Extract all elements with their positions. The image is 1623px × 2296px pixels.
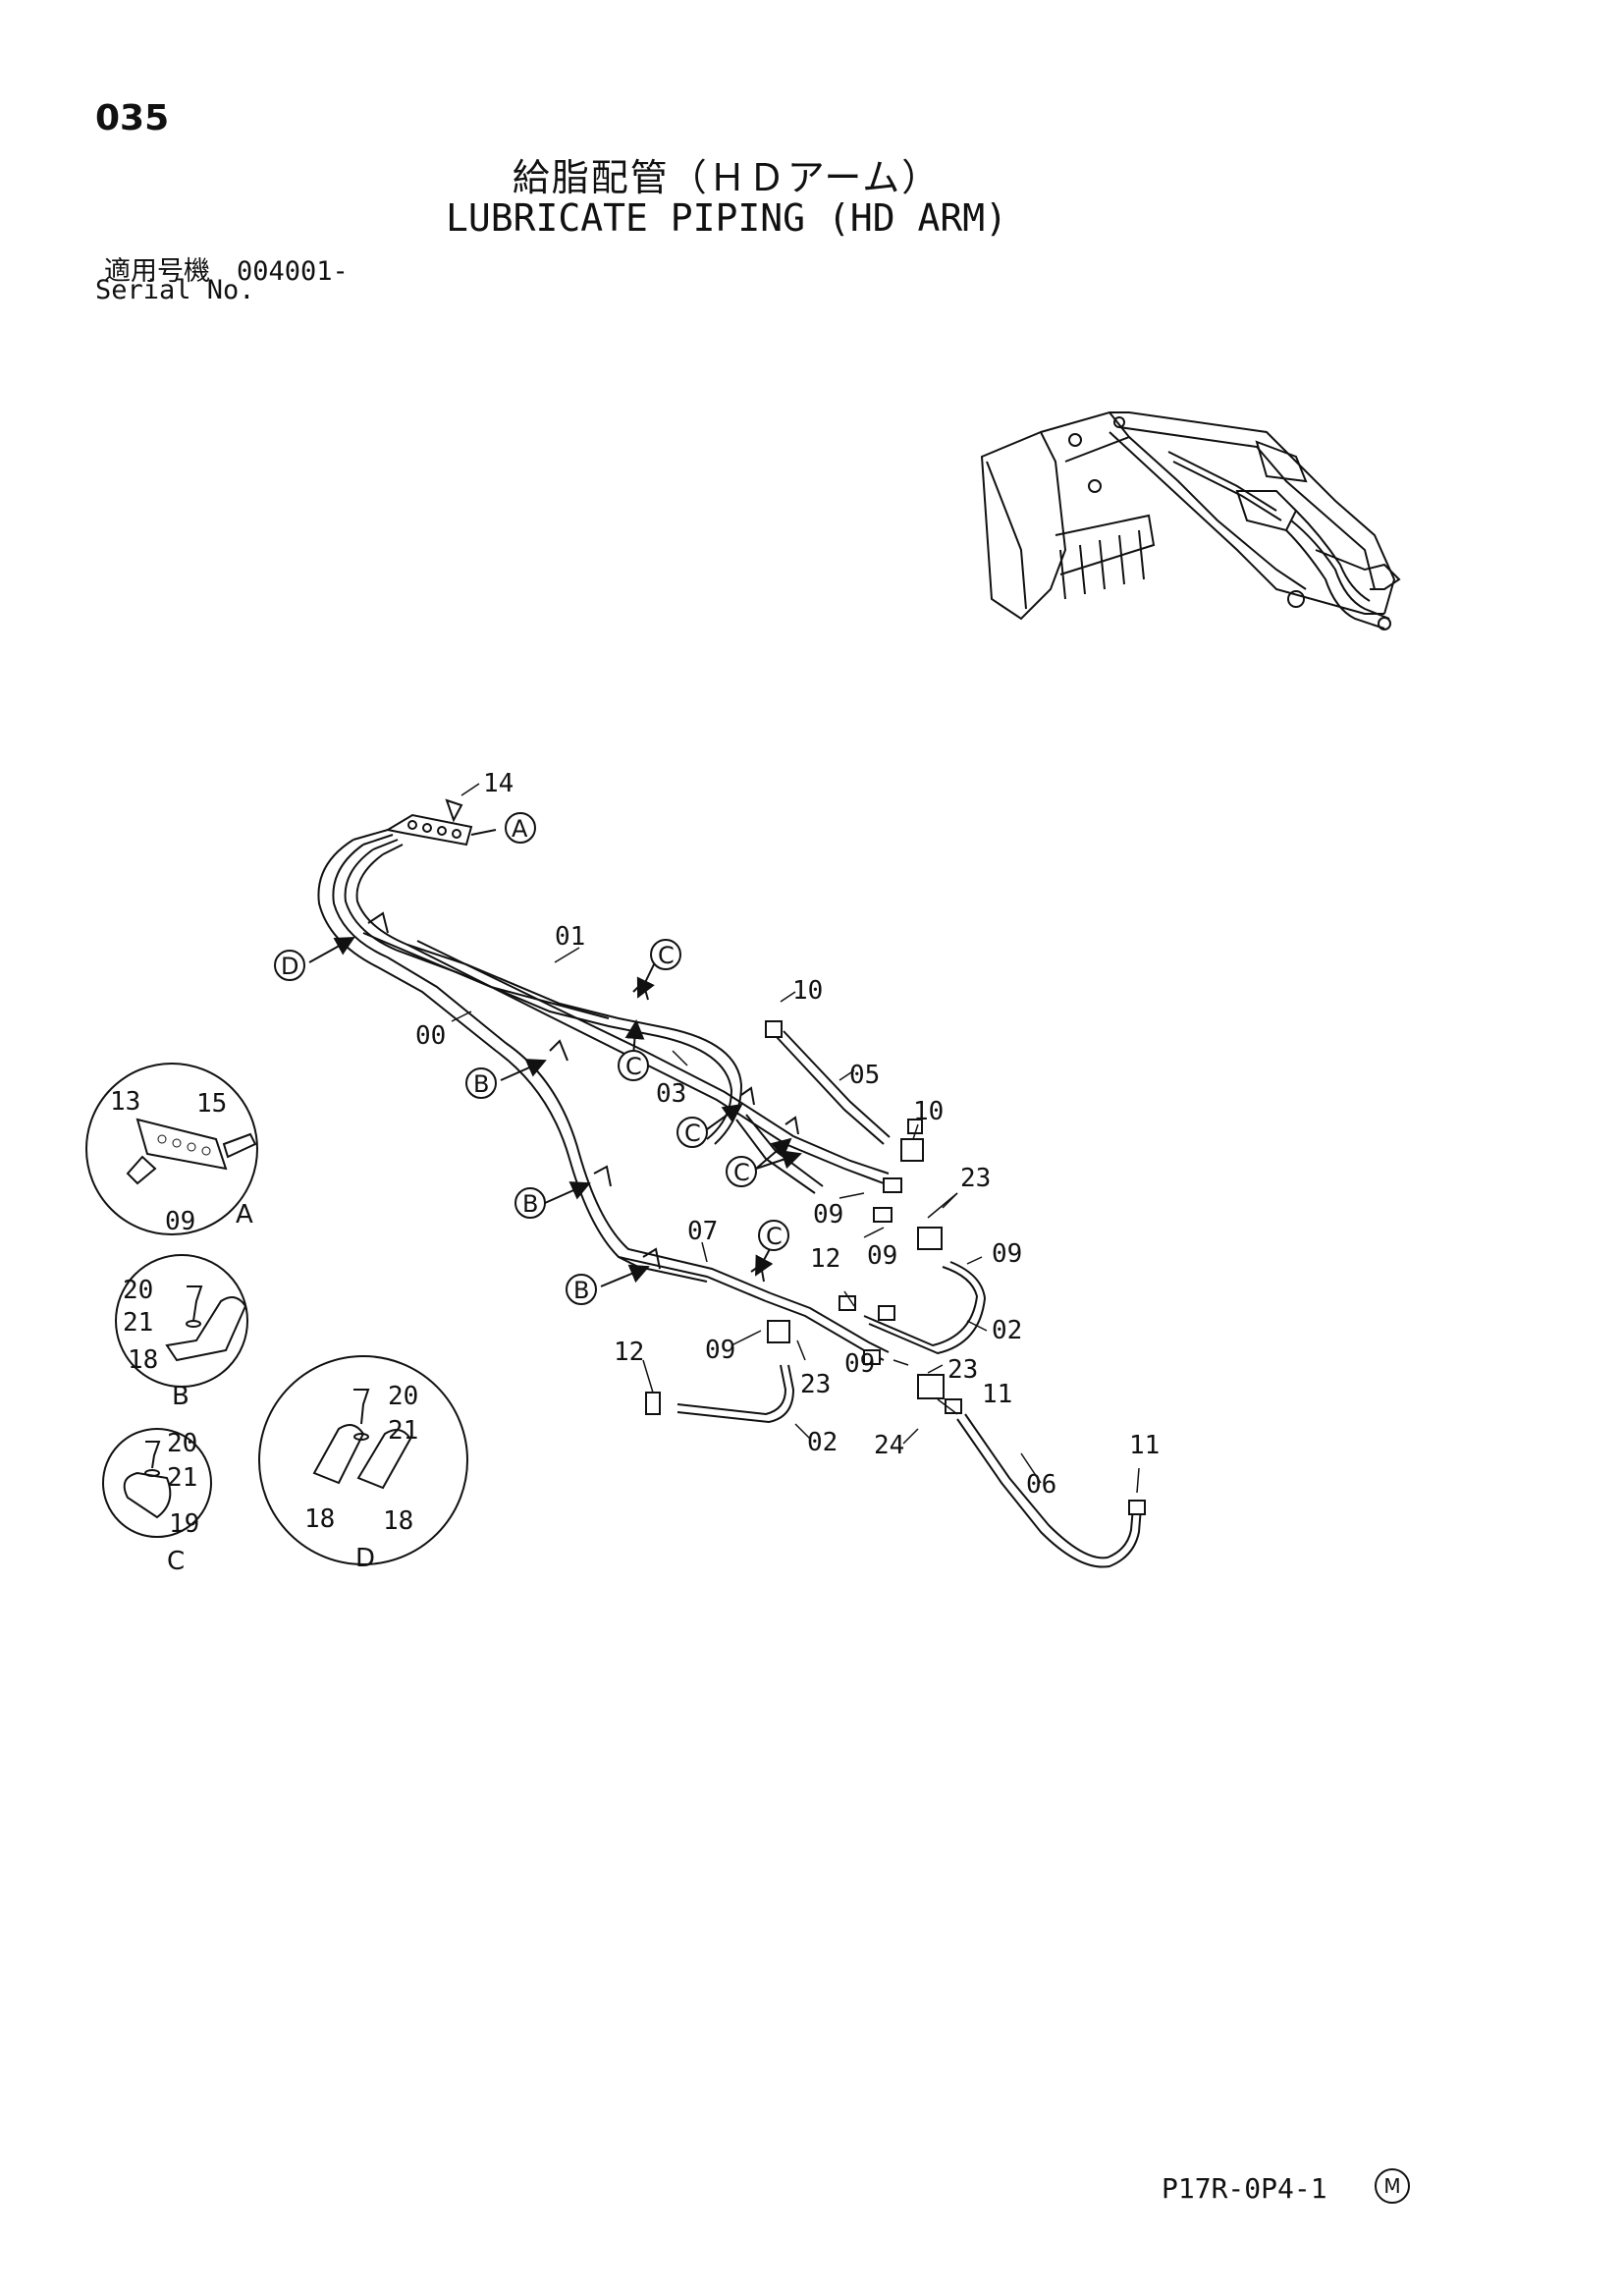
callout-10-upper: 10	[792, 976, 823, 1006]
callout-02-upper: 02	[992, 1316, 1022, 1345]
view-reference-circles	[274, 812, 789, 1305]
callout-00: 00	[415, 1021, 446, 1051]
detail-d-callout-18-right: 18	[383, 1506, 413, 1536]
callout-06: 06	[1026, 1470, 1056, 1500]
serial-label-japanese: 適用号機 004001-	[104, 256, 349, 287]
callout-12-upper: 12	[810, 1244, 840, 1274]
callout-03: 03	[656, 1079, 686, 1109]
branch-hoses	[676, 1030, 1142, 1568]
document-code: P17R-0P4-1	[1162, 2172, 1327, 2205]
callout-24: 24	[874, 1431, 904, 1460]
callout-12-lower: 12	[614, 1338, 644, 1367]
detail-a-callout-13: 13	[110, 1087, 140, 1117]
manufacturer-mark: M	[1375, 2168, 1410, 2204]
callout-23-middle: 23	[947, 1355, 978, 1385]
callout-09-b: 09	[867, 1241, 897, 1271]
view-ref-c-5: C	[766, 1223, 783, 1250]
detail-d-callout-21: 21	[388, 1416, 418, 1446]
view-ref-b-3: B	[573, 1277, 589, 1304]
callout-01: 01	[555, 922, 585, 952]
callout-09-a: 09	[813, 1200, 843, 1230]
page-number: 035	[95, 98, 170, 138]
view-leaders	[308, 829, 802, 1287]
detail-b-callout-20: 20	[123, 1276, 153, 1305]
page-title-english: LUBRICATE PIPING (HD ARM)	[446, 196, 1007, 240]
callout-23-upper: 23	[960, 1164, 991, 1193]
detail-view-b: 20 21 18 B	[115, 1254, 248, 1411]
main-hose-bundle	[317, 839, 890, 1361]
detail-b-callout-18: 18	[128, 1345, 158, 1375]
detail-view-d: 20 21 18 18 D	[258, 1355, 468, 1573]
view-ref-c-1: C	[658, 942, 675, 969]
callout-09-c: 09	[992, 1239, 1022, 1269]
grease-manifold-block	[352, 798, 473, 855]
callout-leaders	[451, 783, 1140, 1494]
callout-23-lower: 23	[800, 1370, 831, 1399]
excavator-arm-thumbnail	[980, 410, 1401, 630]
detail-c-callout-20: 20	[167, 1429, 197, 1458]
detail-b-callout-21: 21	[123, 1308, 153, 1338]
detail-view-a: 13 15 09 A	[85, 1063, 258, 1236]
detail-c-callout-21: 21	[167, 1463, 197, 1493]
callout-10-lower: 10	[913, 1097, 944, 1126]
view-ref-c-4: C	[733, 1159, 750, 1186]
part-callouts: 14 01 00 03 05 06 07 02 02 10 10 23 23 2…	[415, 769, 1160, 1500]
detail-a-callout-15: 15	[196, 1089, 227, 1119]
view-ref-c-2: C	[625, 1053, 642, 1080]
serial-label-english: Serial No.	[95, 275, 255, 305]
view-ref-a: A	[512, 815, 528, 843]
callout-09-e: 09	[844, 1349, 875, 1379]
callout-02-lower: 02	[807, 1428, 838, 1457]
page-title-japanese: 給脂配管（ＨＤアーム）	[512, 156, 942, 199]
view-ref-b-1: B	[473, 1070, 489, 1098]
callout-07: 07	[687, 1217, 718, 1246]
view-reference-letters: A D B B B C C C C C	[281, 815, 783, 1304]
callout-14: 14	[483, 769, 514, 798]
detail-view-c: 20 21 19 C	[102, 1428, 212, 1576]
callout-09-d: 09	[705, 1336, 735, 1365]
detail-c-label: C	[167, 1547, 185, 1576]
view-ref-c-3: C	[684, 1120, 701, 1147]
view-ref-d: D	[281, 953, 298, 980]
detail-d-callout-20: 20	[388, 1382, 418, 1411]
fittings	[645, 1020, 1146, 1515]
detail-b-label: B	[172, 1382, 189, 1411]
detail-a-callout-09: 09	[165, 1207, 195, 1236]
view-ref-b-2: B	[522, 1190, 538, 1218]
callout-11-a: 11	[982, 1380, 1012, 1409]
detail-d-callout-18-left: 18	[304, 1504, 335, 1534]
detail-c-callout-19: 19	[169, 1509, 199, 1539]
detail-a-label: A	[236, 1200, 253, 1230]
detail-d-label: D	[355, 1544, 375, 1573]
callout-11-b: 11	[1129, 1431, 1160, 1460]
callout-05: 05	[849, 1061, 880, 1090]
